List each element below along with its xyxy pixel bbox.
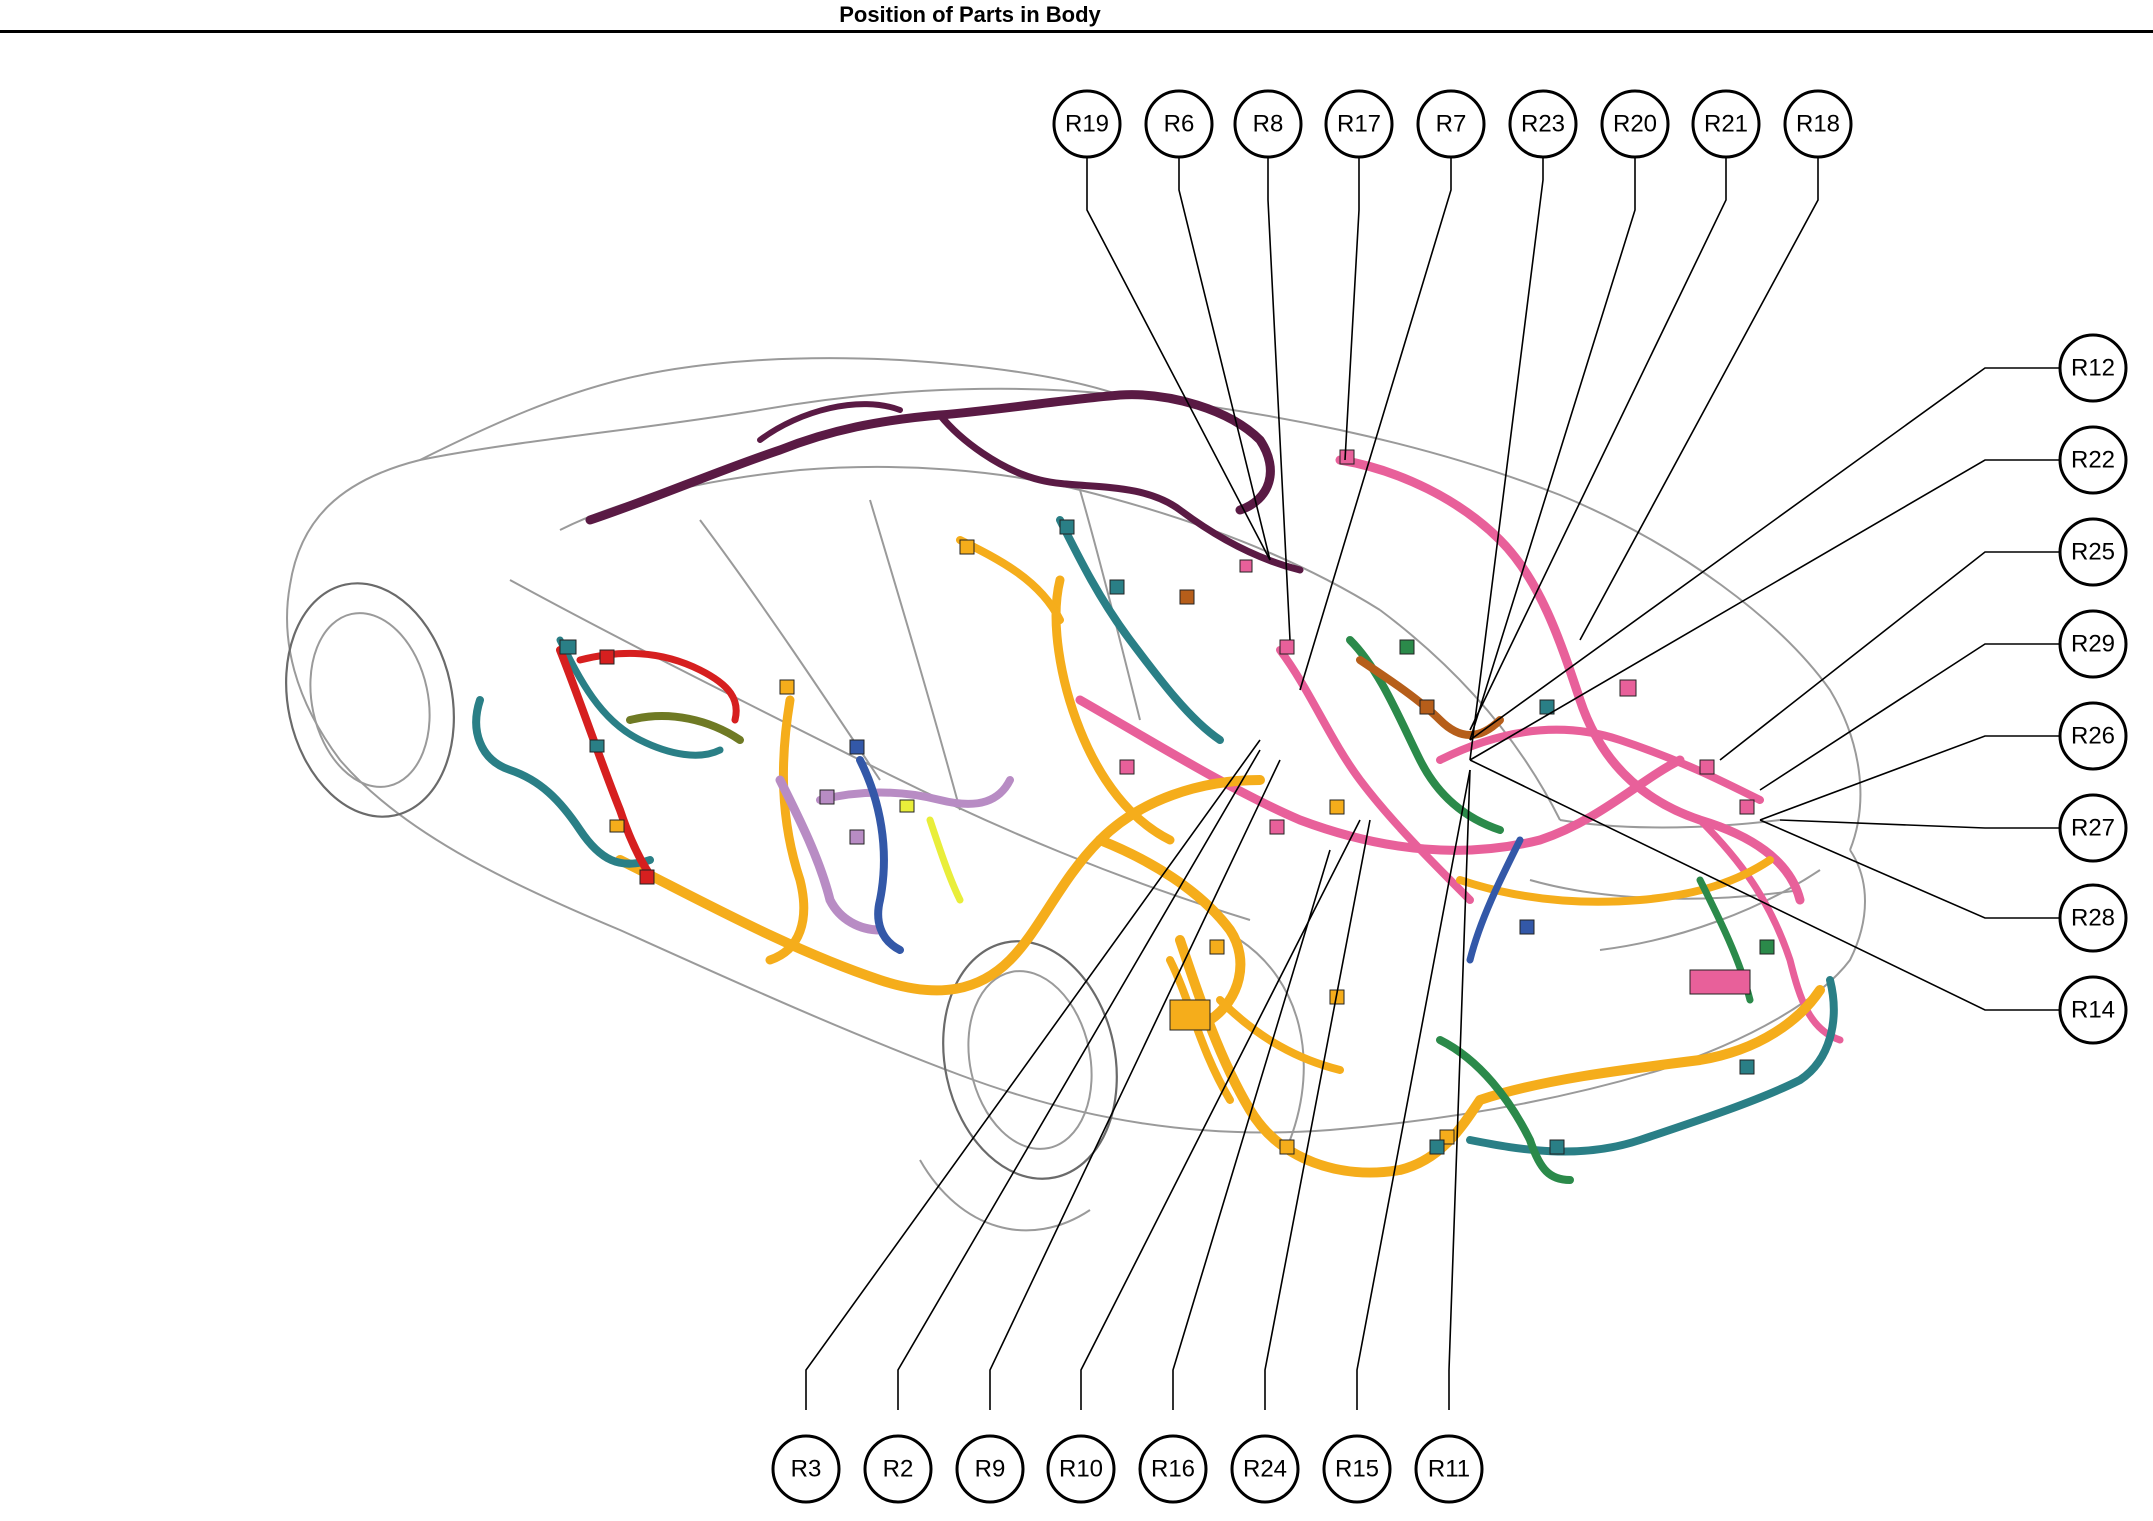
red-harness — [556, 646, 654, 879]
callout-r28: R28 — [2058, 883, 2128, 953]
leader-r18 — [1579, 150, 1819, 641]
callout-r27: R27 — [2058, 793, 2128, 863]
callout-label: R17 — [1337, 111, 1381, 138]
callout-r26: R26 — [2058, 701, 2128, 771]
leader-r29 — [1759, 643, 2060, 791]
rear-harness — [1335, 455, 1805, 905]
callout-label: R28 — [2071, 905, 2115, 932]
callout-r18: R18 — [1783, 89, 1853, 159]
leader-r28 — [1759, 819, 2060, 919]
title-rule — [0, 30, 2153, 33]
callout-label: R7 — [1436, 111, 1467, 138]
leader-r10 — [1080, 819, 1361, 1410]
callout-r7: R7 — [1416, 89, 1486, 159]
callout-r12: R12 — [2058, 333, 2128, 403]
callout-label: R18 — [1796, 111, 1840, 138]
leader-r9 — [989, 759, 1281, 1410]
callout-r17: R17 — [1324, 89, 1394, 159]
brown-harness — [1356, 656, 1504, 739]
leader-r26 — [1759, 735, 2060, 821]
callout-label: R8 — [1253, 111, 1284, 138]
connectors — [559, 449, 1775, 1155]
callout-r11: R11 — [1414, 1434, 1484, 1504]
leader-lines — [805, 150, 2060, 1410]
callout-r8: R8 — [1233, 89, 1303, 159]
leader-r27 — [1779, 819, 2060, 829]
callout-r20: R20 — [1600, 89, 1670, 159]
callout-label: R12 — [2071, 355, 2115, 382]
callout-label: R6 — [1164, 111, 1195, 138]
leader-r25 — [1719, 551, 2060, 761]
callout-r9: R9 — [955, 1434, 1025, 1504]
blue-harness — [856, 756, 904, 954]
leader-r21 — [1469, 150, 1727, 731]
callout-label: R23 — [1521, 111, 1565, 138]
callout-label: R2 — [883, 1456, 914, 1483]
callout-r19: R19 — [1052, 89, 1122, 159]
callout-label: R25 — [2071, 539, 2115, 566]
floor-harness — [615, 775, 1265, 996]
callout-r23: R23 — [1508, 89, 1578, 159]
callout-r25: R25 — [2058, 517, 2128, 587]
leader-r19 — [1086, 150, 1271, 561]
callout-r24: R24 — [1230, 1434, 1300, 1504]
callouts-top: R19 R6 R8 R17 R7 R23 R20 R21 R18 — [1052, 89, 1853, 159]
callout-label: R20 — [1613, 111, 1657, 138]
leader-r20 — [1469, 150, 1636, 741]
callout-label: R21 — [1704, 111, 1748, 138]
callout-label: R29 — [2071, 631, 2115, 658]
callout-r14: R14 — [2058, 975, 2128, 1045]
callout-label: R10 — [1059, 1456, 1103, 1483]
callout-label: R16 — [1151, 1456, 1195, 1483]
leader-r3 — [805, 739, 1261, 1410]
leader-r23 — [1469, 150, 1544, 761]
callout-label: R27 — [2071, 815, 2115, 842]
yellow-harness — [926, 816, 964, 904]
callouts-bottom: R3 R2 R9 R10 R16 R24 R15 R11 — [771, 1434, 1484, 1504]
callout-r6: R6 — [1144, 89, 1214, 159]
callout-r29: R29 — [2058, 609, 2128, 679]
leader-r2 — [897, 749, 1261, 1410]
olive-harness — [626, 712, 744, 744]
roof-harness — [585, 390, 1275, 525]
leader-r6 — [1178, 150, 1271, 561]
leader-r8 — [1267, 150, 1291, 641]
callout-label: R14 — [2071, 997, 2115, 1024]
callout-r16: R16 — [1138, 1434, 1208, 1504]
callouts-right: R12 R22 R25 R29 R26 R27 R28 R14 — [2058, 333, 2128, 1045]
leader-r12 — [1469, 367, 2060, 741]
callout-label: R19 — [1065, 111, 1109, 138]
callout-label: R3 — [791, 1456, 822, 1483]
leader-r17 — [1344, 150, 1360, 461]
purple-harness — [775, 775, 885, 935]
leader-r22 — [1469, 459, 2060, 761]
leader-r16 — [1172, 849, 1331, 1410]
callout-r2: R2 — [863, 1434, 933, 1504]
callout-label: R22 — [2071, 447, 2115, 474]
callout-r15: R15 — [1322, 1434, 1392, 1504]
callout-label: R26 — [2071, 723, 2115, 750]
leader-r15 — [1356, 769, 1471, 1410]
leader-r24 — [1264, 819, 1371, 1410]
callout-label: R15 — [1335, 1456, 1379, 1483]
callout-label: R9 — [975, 1456, 1006, 1483]
page-title: Position of Parts in Body — [839, 2, 1101, 27]
leader-r7 — [1299, 150, 1452, 691]
wire-harnesses — [472, 390, 1844, 1184]
callout-label: R11 — [1428, 1456, 1470, 1483]
callout-r21: R21 — [1691, 89, 1761, 159]
leader-r14 — [1469, 759, 2060, 1011]
callout-r22: R22 — [2058, 425, 2128, 495]
door-harness — [472, 696, 654, 868]
callout-r3: R3 — [771, 1434, 841, 1504]
leader-r11 — [1448, 769, 1471, 1410]
callout-label: R24 — [1243, 1456, 1287, 1483]
callout-r10: R10 — [1046, 1434, 1116, 1504]
